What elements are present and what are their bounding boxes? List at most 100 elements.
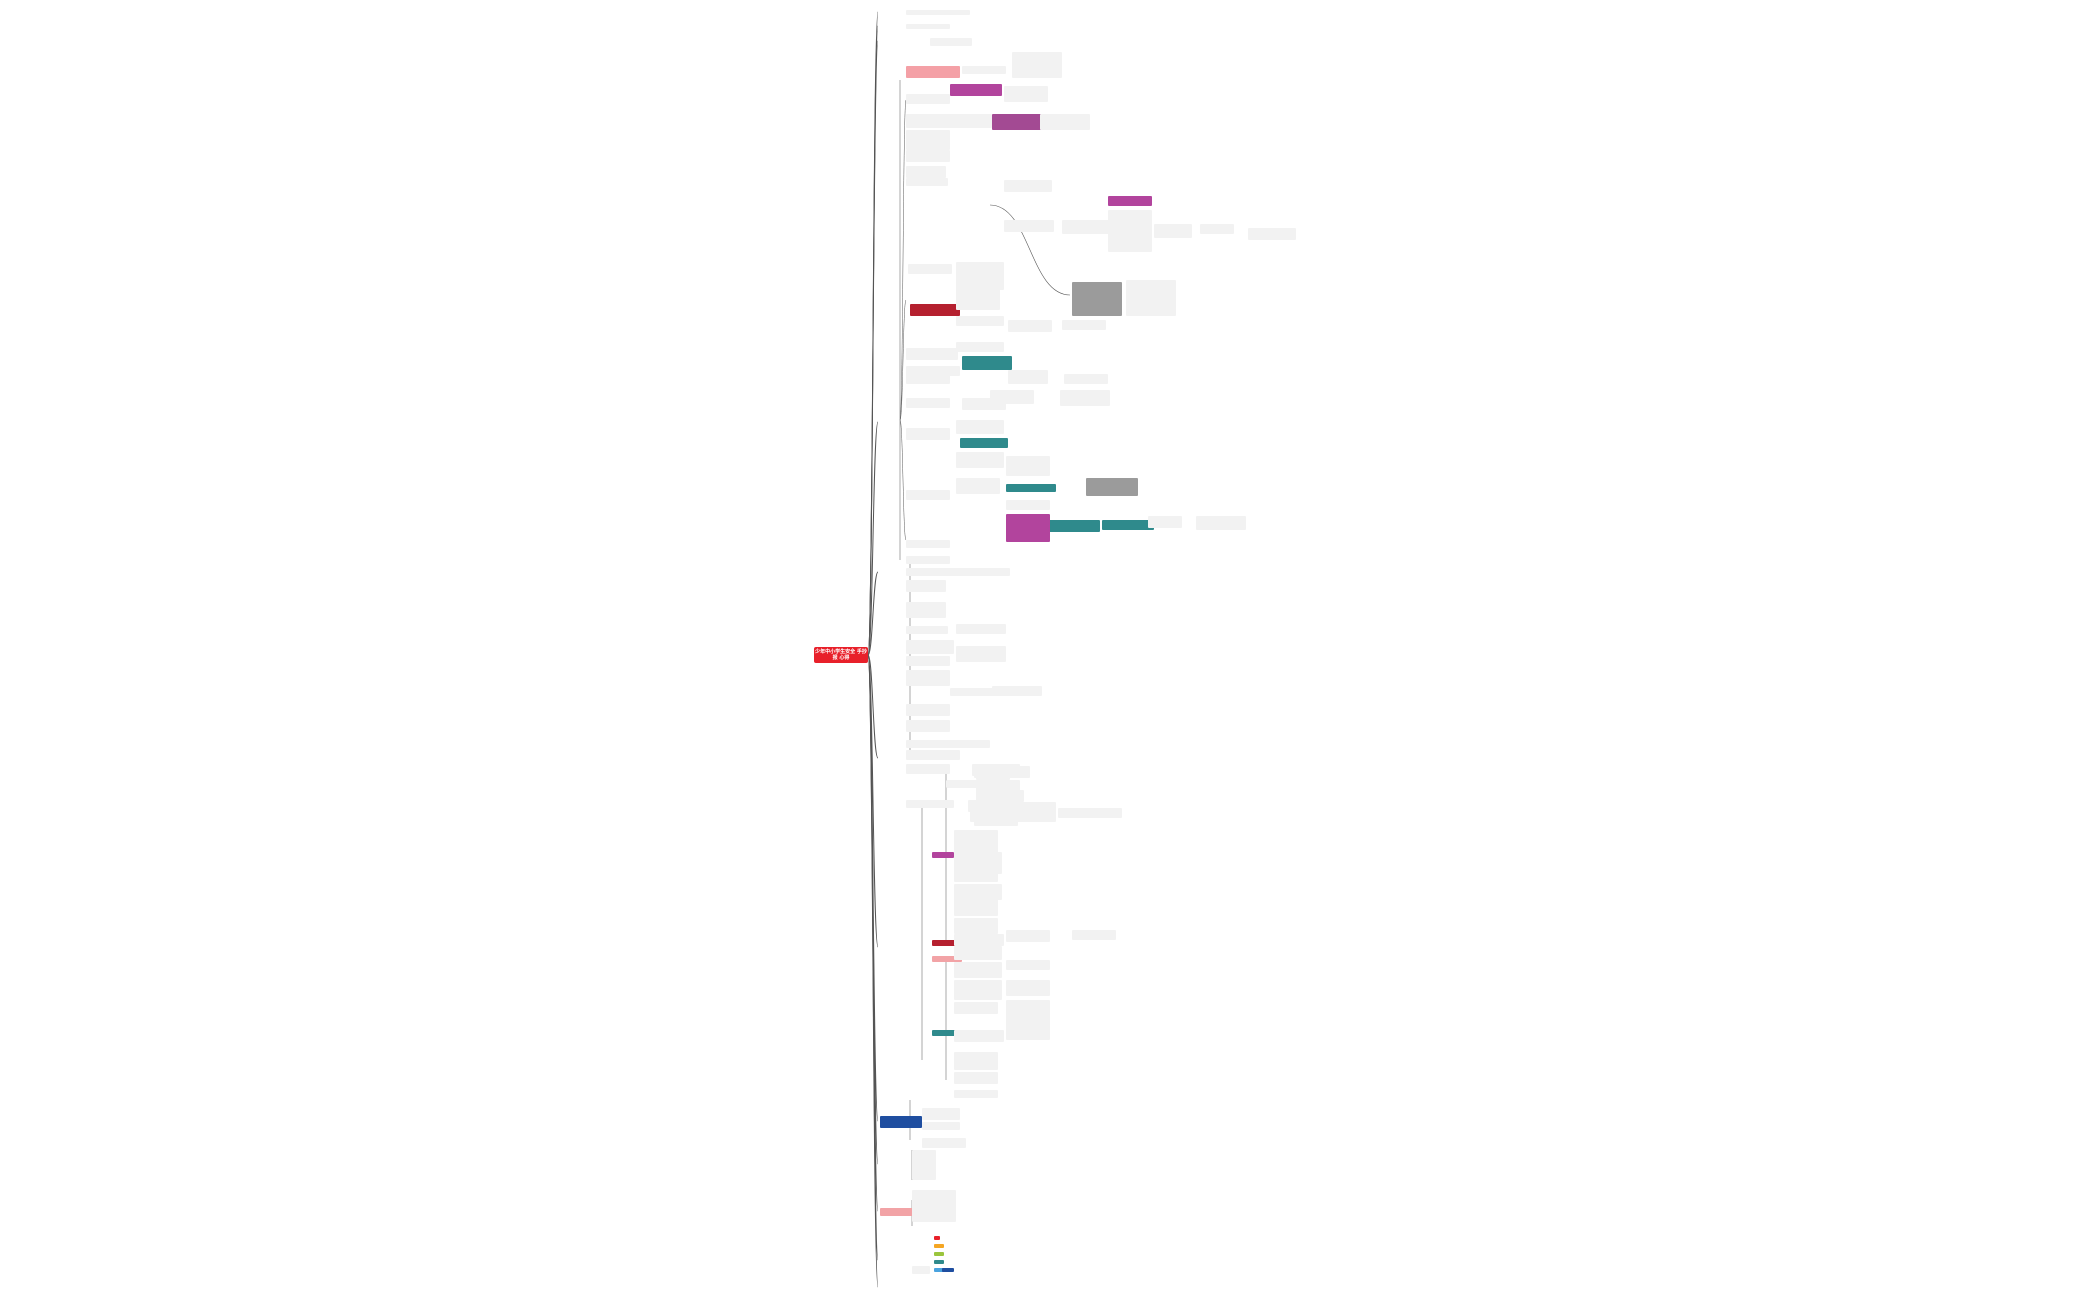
leaf-node[interactable] (1012, 52, 1062, 78)
highlight-node[interactable] (1006, 484, 1056, 492)
leaf-node[interactable] (908, 264, 952, 274)
leaf-node[interactable] (922, 1138, 966, 1148)
branch-node-3[interactable] (880, 38, 924, 46)
highlight-node[interactable] (962, 356, 1012, 370)
leaf-node[interactable] (976, 780, 1020, 792)
branch-node-7[interactable] (880, 944, 934, 952)
leaf-node[interactable] (906, 602, 946, 618)
leaf-node[interactable] (954, 1072, 998, 1084)
leaf-node[interactable] (1196, 516, 1246, 530)
leaf-node[interactable] (906, 568, 1010, 576)
leaf-node[interactable] (954, 1030, 1004, 1042)
leaf-node[interactable] (956, 646, 1006, 662)
leaf-node[interactable] (906, 670, 950, 686)
leaf-node[interactable] (956, 284, 1000, 310)
highlight-node[interactable] (1108, 196, 1152, 206)
root-node[interactable]: 少年中小学生安全 手抄报 心得 (814, 647, 868, 663)
highlight-node[interactable] (992, 114, 1042, 130)
branch-node-2[interactable] (880, 24, 902, 30)
leaf-node[interactable] (946, 780, 986, 788)
highlight-node[interactable] (1102, 520, 1154, 530)
leaf-node[interactable] (946, 114, 992, 128)
leaf-node[interactable] (1148, 516, 1182, 528)
leaf-node[interactable] (906, 150, 950, 162)
leaf-node[interactable] (954, 852, 1002, 874)
leaf-node[interactable] (956, 316, 1004, 326)
highlight-node[interactable] (1072, 282, 1122, 316)
leaf-node[interactable] (950, 688, 998, 696)
leaf-node[interactable] (906, 94, 950, 104)
leaf-node[interactable] (1002, 802, 1056, 822)
leaf-node[interactable] (990, 390, 1034, 404)
leaf-node[interactable] (1108, 210, 1152, 252)
leaf-node[interactable] (954, 1002, 998, 1014)
leaf-node[interactable] (956, 478, 1000, 494)
leaf-node[interactable] (954, 980, 1002, 1000)
leaf-node[interactable] (954, 1052, 998, 1070)
leaf-node[interactable] (906, 656, 950, 666)
leaf-node[interactable] (906, 750, 960, 760)
highlight-node[interactable] (932, 852, 954, 858)
leaf-node[interactable] (1064, 374, 1108, 384)
leaf-node[interactable] (906, 556, 950, 564)
leaf-node[interactable] (912, 1150, 936, 1180)
leaf-node[interactable] (956, 342, 1004, 352)
leaf-node[interactable] (906, 704, 950, 716)
leaf-node[interactable] (954, 870, 998, 882)
highlight-node[interactable] (932, 956, 962, 962)
leaf-node[interactable] (1040, 114, 1090, 130)
highlight-node[interactable] (1086, 478, 1138, 496)
leaf-node[interactable] (1008, 320, 1052, 332)
highlight-node[interactable] (1048, 520, 1100, 532)
leaf-node[interactable] (954, 934, 1004, 946)
highlight-node[interactable] (960, 438, 1008, 448)
leaf-node[interactable] (922, 1122, 960, 1130)
highlight-node[interactable] (950, 84, 1002, 96)
leaf-node[interactable] (906, 764, 950, 774)
highlight-node[interactable] (906, 66, 960, 78)
leaf-node[interactable] (1006, 1000, 1050, 1022)
leaf-node[interactable] (906, 166, 946, 178)
leaf-node[interactable] (1006, 464, 1050, 476)
leaf-node[interactable] (976, 790, 1024, 802)
leaf-node[interactable] (922, 1108, 960, 1120)
leaf-node[interactable] (1248, 228, 1296, 240)
leaf-node[interactable] (954, 918, 998, 934)
leaf-node[interactable] (956, 624, 1006, 634)
branch-node-8[interactable] (880, 1116, 922, 1128)
leaf-node[interactable] (906, 130, 950, 150)
branch-node-5[interactable] (880, 570, 896, 576)
leaf-node[interactable] (906, 366, 960, 376)
leaf-node[interactable] (1200, 224, 1234, 234)
leaf-node[interactable] (906, 398, 950, 408)
leaf-node[interactable] (906, 740, 990, 748)
leaf-node[interactable] (954, 1090, 998, 1098)
leaf-node[interactable] (992, 686, 1042, 696)
leaf-node[interactable] (906, 490, 950, 500)
leaf-node[interactable] (906, 10, 970, 15)
leaf-node[interactable] (1004, 86, 1048, 102)
leaf-node[interactable] (906, 428, 950, 440)
highlight-node[interactable] (932, 1030, 956, 1036)
leaf-node[interactable] (906, 800, 954, 808)
leaf-node[interactable] (912, 1266, 930, 1274)
leaf-node[interactable] (906, 580, 946, 592)
leaf-node[interactable] (906, 640, 954, 654)
highlight-node[interactable] (1006, 514, 1050, 542)
leaf-node[interactable] (956, 452, 1004, 468)
leaf-node[interactable] (906, 348, 958, 360)
leaf-node[interactable] (1060, 390, 1110, 406)
leaf-node[interactable] (954, 946, 1002, 960)
leaf-node[interactable] (1008, 370, 1048, 384)
branch-node-12[interactable] (880, 1284, 934, 1292)
leaf-node[interactable] (906, 24, 950, 29)
leaf-node[interactable] (930, 38, 972, 46)
leaf-node[interactable] (956, 420, 1004, 434)
leaf-node[interactable] (1072, 930, 1116, 940)
leaf-node[interactable] (1004, 180, 1052, 192)
leaf-node[interactable] (1006, 500, 1050, 510)
leaf-node[interactable] (954, 898, 998, 916)
leaf-node[interactable] (1058, 808, 1122, 818)
leaf-node[interactable] (906, 372, 950, 384)
